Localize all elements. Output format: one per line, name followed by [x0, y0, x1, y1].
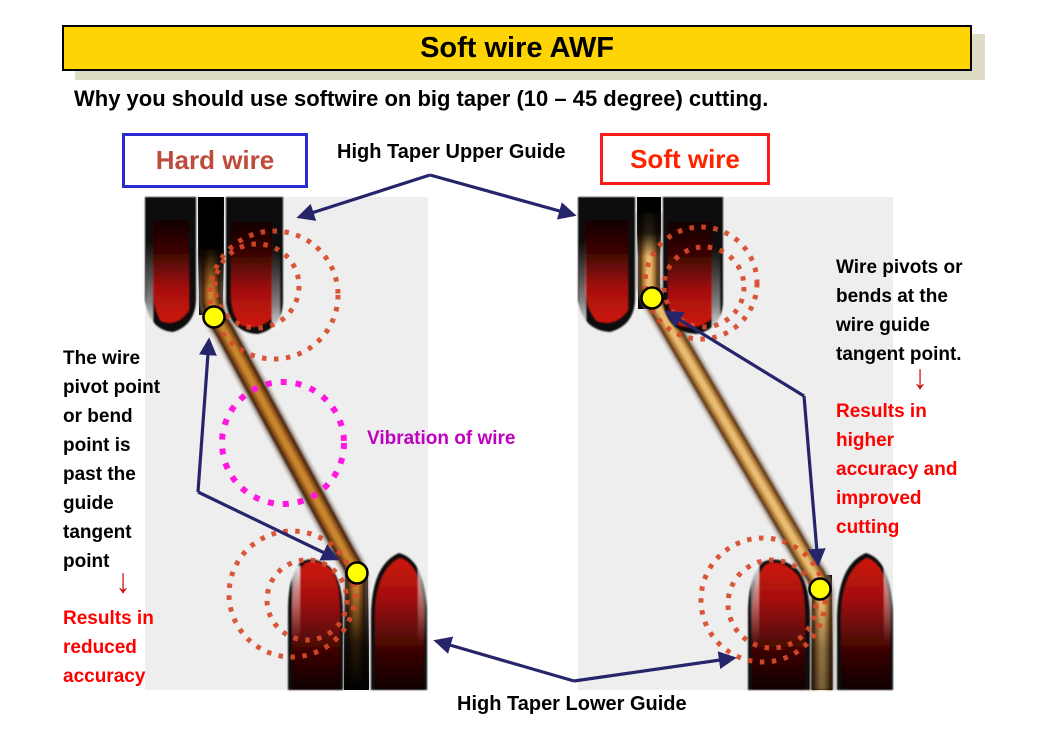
- vibration-callout: Vibration of wire: [367, 428, 516, 449]
- lower-guide-graphic: [288, 553, 427, 690]
- page-title: Soft wire AWF: [420, 31, 614, 64]
- hard-wire-note: The wire pivot point or bend point is pa…: [63, 348, 161, 572]
- soft-wire-note: Wire pivots or bends at the wire guide t…: [836, 257, 963, 365]
- upper-guide-arrow-right: [429, 173, 577, 220]
- annotation-arrows: [196, 173, 826, 683]
- pivot-arrow-soft-upper: [664, 310, 805, 398]
- subtitle: Why you should use softwire on big taper…: [74, 86, 769, 111]
- pivot-arrow-hard-upper: [196, 337, 217, 493]
- upper-guide-callout: High Taper Upper Guide: [337, 141, 566, 163]
- channel-shading: [637, 197, 661, 257]
- soft-wire-result: Results in higher accuracy and improved …: [836, 401, 958, 538]
- upper-guide-arrow-left: [296, 173, 431, 221]
- tangent-circles: [207, 228, 358, 660]
- lower-guide-graphic: [748, 553, 893, 690]
- hard-wire-label: Hard wire: [155, 145, 275, 175]
- pivot-dot: [808, 577, 832, 601]
- pivot-dot: [345, 561, 369, 585]
- down-arrow-icon: ↓: [912, 358, 928, 397]
- hard-wire-label-box: Hard wire: [122, 133, 308, 188]
- upper-guide-graphic: [578, 197, 723, 334]
- pivot-arrow-soft-lower: [802, 395, 826, 567]
- lower-guide-arrow-right: [573, 651, 737, 683]
- channel-shading: [811, 600, 833, 690]
- vibration-circle: [219, 379, 347, 507]
- pivot-arrow-hard-lower: [197, 490, 340, 561]
- lower-guide-arrow-left: [433, 636, 575, 683]
- pivot-dot: [640, 286, 664, 310]
- lower-guide-callout: High Taper Lower Guide: [457, 693, 687, 715]
- pivot-dots: [202, 286, 832, 601]
- tangent-circles: [642, 224, 828, 665]
- soft-wire-label: Soft wire: [630, 143, 740, 174]
- down-arrow-icon: ↓: [115, 562, 131, 601]
- soft-wire-label-box: Soft wire: [600, 133, 770, 185]
- pivot-dot: [202, 305, 226, 329]
- title-banner: Soft wire AWF: [62, 25, 972, 71]
- hard-wire-result: Results in reduced accuracy: [63, 608, 154, 687]
